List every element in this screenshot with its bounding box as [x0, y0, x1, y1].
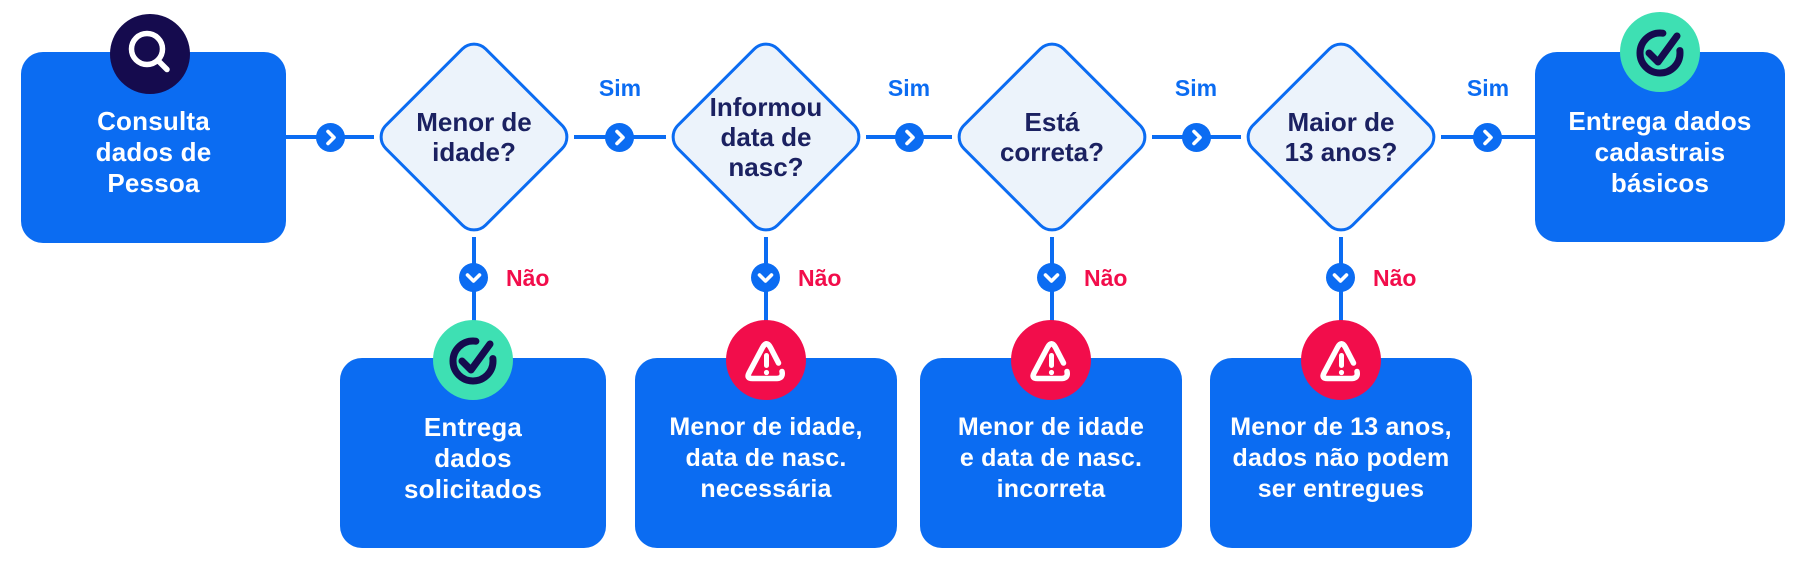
chevron-down-icon	[757, 273, 774, 283]
outcome-4-badge	[1301, 320, 1381, 400]
decision-maior-de-13-anos: Maior de 13 anos?	[1239, 35, 1443, 239]
flow-step-marker	[316, 123, 345, 152]
chevron-right-icon	[615, 129, 625, 146]
yes-label-d4: Sim	[1466, 75, 1510, 101]
yes-label-d1: Sim	[598, 75, 642, 101]
chevron-down-icon	[1332, 273, 1349, 283]
end-node-label-line2: cadastrais	[1594, 136, 1726, 167]
chevron-right-icon	[1192, 129, 1202, 146]
no-label-d2: Não	[798, 265, 842, 291]
decision-informou-data-nasc: Informou data de nasc?	[664, 35, 868, 239]
flow-step-marker	[1182, 123, 1211, 152]
flow-step-marker-down	[1037, 263, 1066, 292]
no-label-d1: Não	[506, 265, 550, 291]
end-node-label-line3: básicos	[1610, 167, 1710, 198]
outcome-data-nasc-necessaria: Menor de idade, data de nasc. necessária	[635, 358, 897, 548]
warning-icon	[1320, 341, 1360, 382]
start-node-label-line3: Pessoa	[107, 168, 200, 198]
start-node-label-line1: Consulta	[97, 106, 210, 136]
decision-1-line2: idade?	[432, 137, 516, 167]
flow-step-marker-down	[751, 263, 780, 292]
outcome-4-line3: ser entregues	[1257, 474, 1425, 503]
outcome-3-line1: Menor de idade	[957, 412, 1145, 441]
outcome-1-badge	[433, 320, 513, 400]
chevron-down-icon	[465, 273, 482, 283]
flow-step-marker	[895, 123, 924, 152]
decision-menor-de-idade: Menor de idade?	[372, 35, 576, 239]
chevron-down-icon	[1043, 273, 1060, 283]
start-node-label-line2: dados de	[95, 137, 212, 167]
decision-4-line1: Maior de	[1287, 107, 1395, 137]
chevron-right-icon	[326, 129, 336, 146]
outcome-4-line2: dados não podem	[1232, 443, 1450, 472]
flow-step-marker-down	[1326, 263, 1355, 292]
flow-step-marker	[1473, 123, 1502, 152]
chevron-right-icon	[905, 129, 915, 146]
decision-2-line1: Informou	[709, 92, 823, 122]
search-icon	[128, 30, 170, 73]
outcome-1-line1: Entrega	[423, 411, 523, 442]
yes-label-d2: Sim	[887, 75, 931, 101]
warning-icon	[745, 341, 785, 382]
decision-4-line2: 13 anos?	[1284, 137, 1398, 167]
decision-3-line2: correta?	[999, 137, 1105, 167]
outcome-1-line2: dados	[434, 442, 512, 473]
no-label-d3: Não	[1084, 265, 1128, 291]
warning-icon	[1030, 341, 1070, 382]
check-circle-icon	[449, 337, 497, 385]
chevron-right-icon	[1483, 129, 1493, 146]
outcome-1-line3: solicitados	[403, 473, 542, 504]
outcome-4-line1: Menor de 13 anos,	[1230, 412, 1452, 441]
decision-2-line2: data de	[720, 122, 812, 152]
no-label-d4: Não	[1373, 265, 1417, 291]
end-node-badge	[1620, 12, 1700, 92]
outcome-3-line2: e data de nasc.	[959, 443, 1143, 472]
outcome-2-line3: necessária	[700, 474, 832, 503]
flow-step-marker	[605, 123, 634, 152]
outcome-3-line3: incorreta	[996, 474, 1106, 503]
outcome-3-badge	[1011, 320, 1091, 400]
outcome-2-badge	[726, 320, 806, 400]
decision-2-line3: nasc?	[728, 152, 804, 182]
yes-label-d3: Sim	[1174, 75, 1218, 101]
decision-esta-correta: Está correta?	[950, 35, 1154, 239]
flow-step-marker-down	[459, 263, 488, 292]
end-node-label-line1: Entrega dados	[1568, 105, 1752, 136]
decision-1-line1: Menor de	[416, 107, 532, 137]
start-node-badge	[110, 14, 190, 94]
decision-3-line1: Está	[1024, 107, 1080, 137]
check-circle-icon	[1636, 29, 1684, 77]
outcome-2-line2: data de nasc.	[685, 443, 847, 472]
outcome-2-line1: Menor de idade,	[669, 412, 863, 441]
